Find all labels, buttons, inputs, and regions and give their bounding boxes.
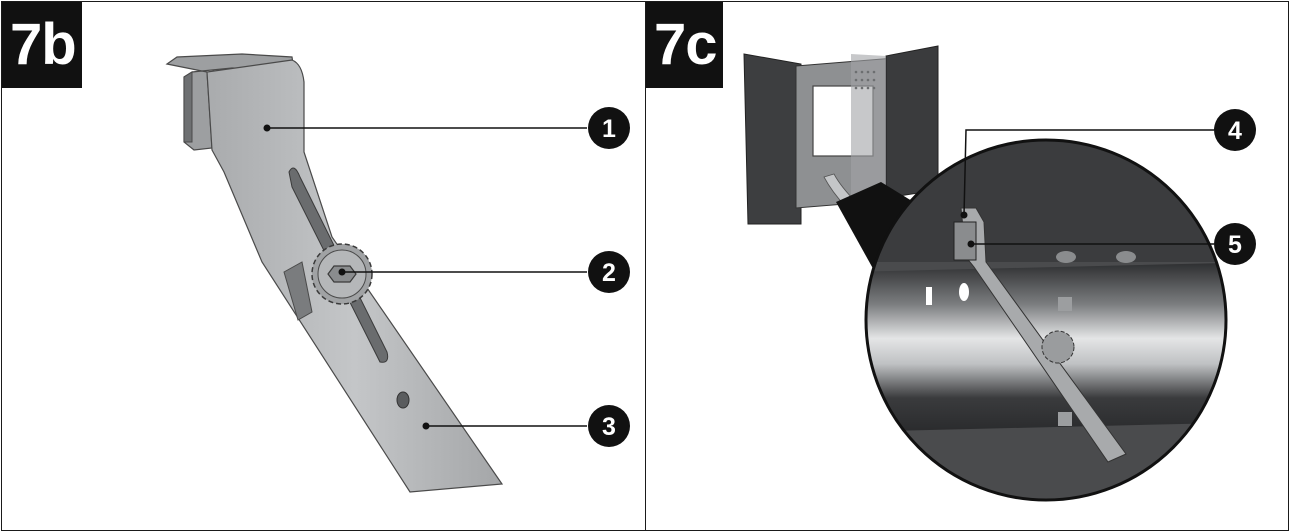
bracket-illustration: 1 2 3: [165, 53, 630, 493]
bracket-hole: [396, 391, 410, 409]
magnified-detail-circle: [866, 140, 1226, 500]
panel-7c: 4 5 7c: [645, 1, 1289, 531]
callout-1-label: 1: [602, 115, 616, 143]
callout-4: 4: [1214, 109, 1256, 151]
callout-2-label: 2: [602, 259, 616, 287]
callout-5-label: 5: [1228, 231, 1242, 259]
panel-7b: 1 2 3 7b: [1, 1, 646, 531]
callout-1: 1: [588, 107, 630, 149]
monitor-illustration: 4 5: [743, 45, 1256, 502]
panel-tag-7c: 7c: [646, 2, 723, 88]
callout-2: 2: [588, 251, 630, 293]
magnified-detail-outline: [864, 138, 1228, 502]
panel-tag-7b: 7b: [2, 2, 82, 88]
monitor-rear-illustration: [743, 45, 939, 225]
callout-5: 5: [1214, 223, 1256, 265]
callout-3: 3: [588, 405, 630, 447]
callout-3-label: 3: [602, 413, 616, 441]
leader-line-4: [963, 129, 1214, 216]
callout-4-label: 4: [1228, 117, 1242, 145]
